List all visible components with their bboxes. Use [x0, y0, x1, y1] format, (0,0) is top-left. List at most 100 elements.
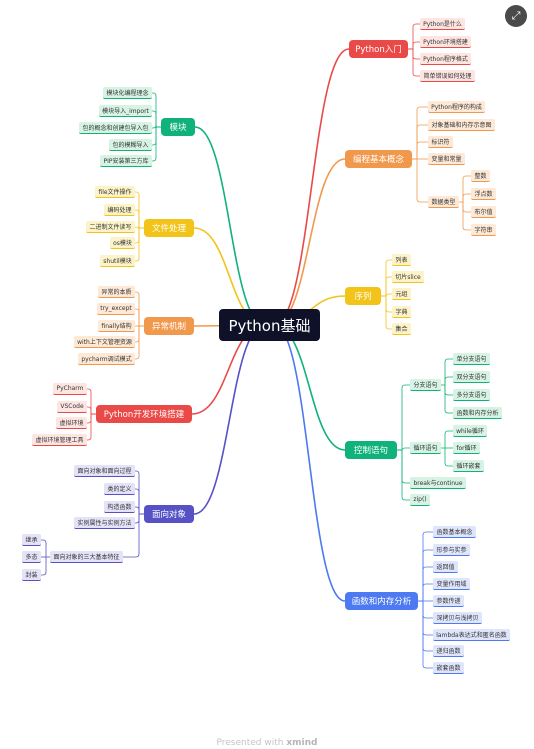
leaf-intro-0[interactable]: Python是什么	[420, 18, 465, 30]
leaf-concept-1[interactable]: 对象基础和内存示意图	[428, 119, 495, 131]
leaf-except-0[interactable]: 异常的本质	[98, 286, 135, 298]
leaf-concept-4-0[interactable]: 整数	[471, 170, 490, 182]
leaf-func-7[interactable]: 递归函数	[433, 645, 464, 657]
leaf-ctrl-3[interactable]: zip()	[410, 494, 430, 506]
leaf-ctrl-0-3[interactable]: 函数和内存分析	[453, 407, 502, 419]
leaf-ctrl-0-0[interactable]: 单分支语句	[453, 353, 490, 365]
connector	[135, 226, 140, 231]
leaf-oop-2[interactable]: 构造函数	[104, 501, 135, 513]
leaf-seq-0[interactable]: 列表	[392, 254, 411, 266]
connector	[385, 259, 392, 296]
connector	[444, 448, 453, 467]
leaf-oop-4[interactable]: 面向对象的三大基本特征	[50, 551, 123, 563]
connector	[152, 127, 157, 146]
leaf-ctrl-1-1[interactable]: for循环	[453, 442, 480, 454]
leaf-func-2[interactable]: 返回值	[433, 561, 458, 573]
connector	[385, 296, 392, 330]
branch-file[interactable]: 文件处理	[144, 219, 194, 237]
leaf-ctrl-1-2[interactable]: 循环嵌套	[453, 460, 484, 472]
leaf-ctrl-0-1[interactable]: 双分支语句	[453, 371, 490, 383]
connector	[401, 450, 410, 484]
connector	[152, 124, 157, 129]
branch-intro[interactable]: Python入门	[349, 40, 408, 58]
leaf-ctrl-0[interactable]: 分支语句	[410, 379, 441, 391]
branch-seq[interactable]: 序列	[345, 287, 381, 305]
leaf-module-2[interactable]: 包的概念和创建包导入包	[79, 122, 152, 134]
leaf-concept-4-1[interactable]: 浮点数	[471, 188, 496, 200]
leaf-func-5[interactable]: 深拷贝与浅拷贝	[433, 612, 482, 624]
leaf-ctrl-2[interactable]: break与continue	[410, 477, 466, 489]
leaf-except-2[interactable]: finally结构	[98, 320, 135, 332]
connector	[422, 601, 433, 652]
leaf-except-3[interactable]: with上下文管理资源	[74, 336, 135, 348]
leaf-func-3[interactable]: 变量作用域	[433, 578, 470, 590]
branch-module[interactable]: 模块	[161, 118, 195, 136]
leaf-oop-1[interactable]: 类的定义	[104, 483, 135, 495]
leaf-func-8[interactable]: 嵌套函数	[433, 662, 464, 674]
leaf-oop-4-2[interactable]: 封装	[22, 569, 41, 581]
leaf-concept-4-2[interactable]: 布尔值	[471, 206, 496, 218]
leaf-file-1[interactable]: 编码处理	[104, 204, 135, 216]
leaf-except-1[interactable]: try_except	[97, 303, 135, 315]
leaf-module-1[interactable]: 模块导入_import	[99, 105, 152, 117]
connector	[135, 326, 140, 343]
leaf-concept-4-3[interactable]: 字符串	[471, 224, 496, 236]
leaf-intro-3[interactable]: 简单错误如何处理	[420, 70, 475, 82]
leaf-env-0[interactable]: PyCharm	[53, 383, 87, 395]
leaf-oop-3[interactable]: 实例属性与实例方法	[74, 517, 135, 529]
leaf-file-4[interactable]: shutil模块	[100, 255, 135, 267]
connector	[462, 202, 471, 213]
leaf-concept-3[interactable]: 变量和常量	[428, 153, 465, 165]
leaf-concept-0[interactable]: Python程序的构成	[428, 101, 485, 113]
leaf-oop-4-0[interactable]: 继承	[22, 534, 41, 546]
connector	[135, 228, 140, 262]
branch-env[interactable]: Python开发环境搭建	[96, 405, 192, 423]
leaf-file-0[interactable]: file文件操作	[95, 186, 135, 198]
leaf-intro-1[interactable]: Python环境搭建	[420, 36, 471, 48]
connector	[152, 110, 157, 127]
leaf-seq-2[interactable]: 元组	[392, 288, 411, 300]
leaf-seq-3[interactable]: 字典	[392, 306, 411, 318]
leaf-func-6[interactable]: lambda表达式和匿名函数	[433, 629, 510, 641]
connector	[422, 566, 433, 601]
connector	[444, 385, 453, 396]
connector	[416, 124, 428, 159]
leaf-seq-1[interactable]: 切片slice	[392, 271, 424, 283]
leaf-module-0[interactable]: 模块化编程理念	[103, 87, 152, 99]
leaf-ctrl-0-2[interactable]: 多分支语句	[453, 389, 490, 401]
leaf-oop-0[interactable]: 面向对象和面向过程	[74, 465, 135, 477]
connector	[87, 388, 92, 414]
leaf-ctrl-1-0[interactable]: while循环	[453, 425, 487, 437]
leaf-module-3[interactable]: 包的模糊导入	[109, 139, 152, 151]
connector	[401, 450, 410, 501]
leaf-concept-4[interactable]: 数据类型	[428, 196, 459, 208]
leaf-func-0[interactable]: 函数基本概念	[433, 526, 476, 538]
connector	[416, 141, 428, 159]
leaf-env-1[interactable]: VSCode	[57, 401, 87, 413]
leaf-env-2[interactable]: 虚拟环境	[56, 417, 87, 429]
leaf-seq-4[interactable]: 集合	[392, 323, 411, 335]
connector	[135, 514, 140, 524]
connector	[135, 291, 140, 326]
connector	[416, 106, 428, 159]
branch-except[interactable]: 异常机制	[144, 317, 194, 335]
root-node[interactable]: Python基础	[219, 309, 320, 341]
leaf-intro-2[interactable]: Python程序格式	[420, 53, 471, 65]
connector	[41, 539, 47, 557]
branch-func[interactable]: 函数和内存分析	[345, 592, 418, 610]
leaf-file-3[interactable]: os模块	[110, 237, 135, 249]
leaf-oop-4-1[interactable]: 多态	[22, 551, 41, 563]
expand-icon[interactable]: ⤢	[505, 5, 527, 27]
leaf-env-3[interactable]: 虚拟环境管理工具	[32, 434, 87, 446]
leaf-module-4[interactable]: PIP安装第三方库	[100, 155, 152, 167]
leaf-func-1[interactable]: 形参与实参	[433, 544, 470, 556]
leaf-ctrl-1[interactable]: 循环语句	[410, 442, 441, 454]
leaf-file-2[interactable]: 二进制文件读写	[86, 221, 135, 233]
leaf-func-4[interactable]: 参数传递	[433, 595, 464, 607]
branch-ctrl[interactable]: 控制语句	[345, 441, 397, 459]
branch-concept[interactable]: 编程基本概念	[345, 150, 412, 168]
branch-oop[interactable]: 面向对象	[144, 505, 194, 523]
leaf-concept-2[interactable]: 标识符	[428, 136, 453, 148]
connector	[135, 488, 140, 514]
leaf-except-4[interactable]: pycharm调试模式	[78, 353, 135, 365]
